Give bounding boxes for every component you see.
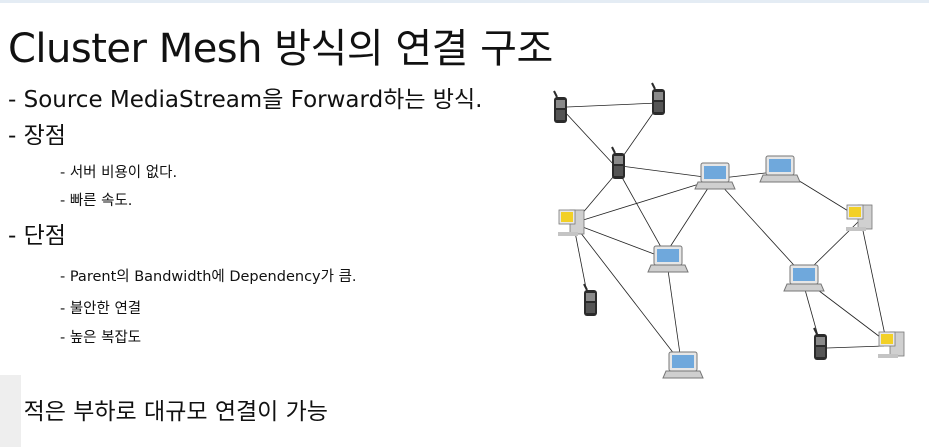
edge	[721, 171, 775, 179]
edge	[566, 102, 659, 108]
desktop-computer-icon	[877, 331, 905, 359]
mobile-phone-icon	[553, 90, 568, 124]
edge	[618, 171, 667, 257]
laptop-icon	[662, 351, 704, 379]
mobile-phone-icon	[611, 146, 626, 180]
desktop-computer-icon	[845, 204, 873, 232]
pros-heading: - 장점	[8, 123, 66, 149]
edge	[618, 105, 659, 163]
pros-item: - 서버 비용이 없다.	[60, 165, 178, 181]
slide-title: Cluster Mesh 방식의 연결 구조	[8, 26, 553, 72]
edge	[803, 285, 819, 337]
edge	[563, 110, 616, 167]
laptop-icon	[783, 264, 825, 292]
cons-item: - Parent의 Bandwidth에 Dependency가 큼.	[60, 269, 357, 285]
mobile-phone-icon	[813, 327, 828, 361]
cons-heading: - 단점	[8, 223, 66, 249]
side-panel-tab	[0, 375, 21, 447]
laptop-icon	[694, 162, 736, 190]
edge	[579, 179, 713, 222]
top-divider	[0, 0, 929, 3]
bullet-intro: - Source MediaStream을 Forward하는 방식.	[8, 87, 483, 113]
edge	[579, 225, 663, 258]
edge	[826, 345, 885, 349]
pros-item: - 빠른 속도.	[60, 193, 133, 209]
edge	[809, 283, 885, 341]
mesh-edges	[563, 102, 887, 360]
cons-item: - 높은 복잡도	[60, 330, 142, 346]
desktop-computer-icon	[557, 209, 585, 237]
edge	[667, 181, 713, 251]
edge	[861, 225, 887, 341]
laptop-icon	[647, 245, 689, 273]
edge	[574, 231, 587, 289]
edge	[719, 183, 803, 275]
edge	[620, 165, 713, 179]
laptop-icon	[759, 155, 801, 183]
mobile-phone-icon	[651, 82, 666, 116]
edge	[667, 269, 681, 355]
bullet-conclusion: - 적은 부하로 대규모 연결이 가능	[8, 399, 328, 425]
mobile-phone-icon	[583, 283, 598, 317]
mesh-network-diagram	[553, 82, 905, 379]
edge	[579, 231, 679, 360]
cons-item: - 불안한 연결	[60, 301, 142, 317]
